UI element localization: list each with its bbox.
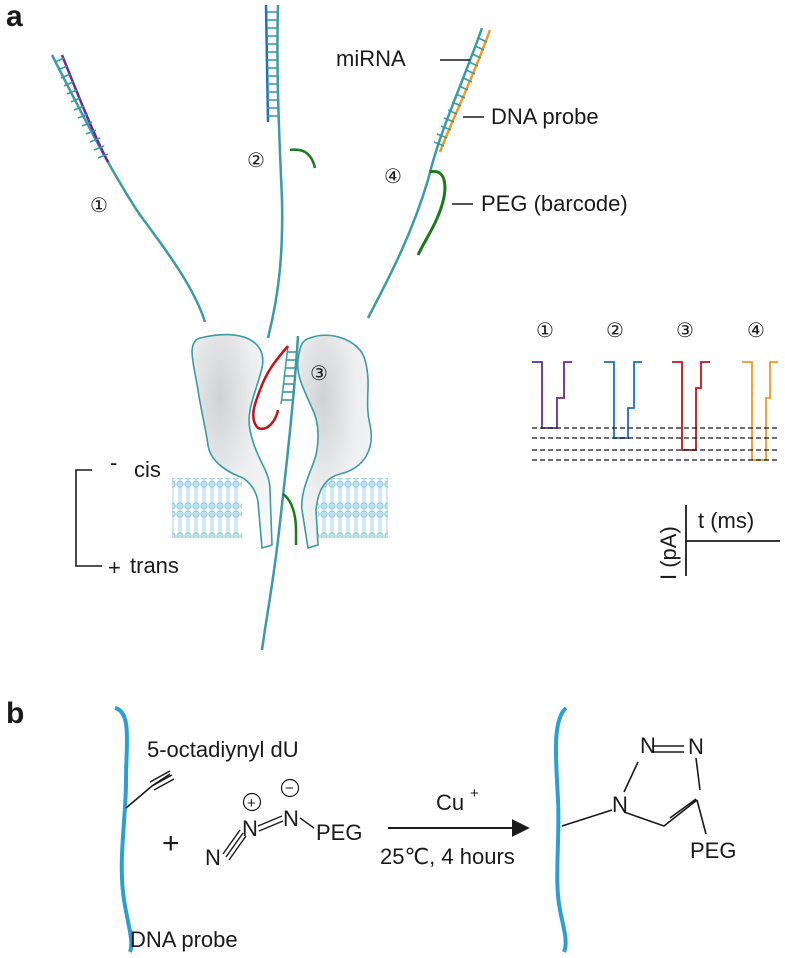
azide-n1: N: [205, 845, 221, 870]
plus-sign: +: [162, 827, 180, 860]
reaction-arrow: Cu + 25℃, 4 hours: [380, 785, 530, 869]
trace-1-number: ①: [536, 320, 554, 342]
label-trans: trans: [130, 553, 179, 578]
label-cis: cis: [134, 457, 161, 482]
label-mirna: miRNA: [336, 46, 406, 71]
axis-time-label: t (ms): [698, 508, 754, 533]
cis-sign: -: [110, 450, 117, 475]
azide-peg-label: PEG: [316, 820, 362, 845]
strand-4-number: ④: [384, 166, 402, 188]
trace-1: [532, 361, 572, 429]
conditions-label: 25℃, 4 hours: [380, 844, 515, 869]
label-dna-probe-b: DNA probe: [130, 927, 238, 952]
label-monomer: 5-octadiynyl dU: [147, 737, 299, 762]
trace-4: [742, 361, 778, 461]
strand-2-number: ②: [247, 150, 265, 172]
strand-2: ②: [247, 4, 317, 339]
lipid-bilayer-left: [172, 478, 242, 538]
triazole-n1: N: [612, 792, 628, 817]
strand-1: ①: [50, 54, 207, 323]
level-dashed-lines: [532, 427, 780, 461]
azide-peg: N N N PEG + −: [205, 778, 362, 870]
lipid-bilayer-right: [318, 478, 388, 538]
trace-2-number: ②: [606, 320, 624, 342]
nanopore: ③: [172, 333, 388, 651]
strand-1-number: ①: [90, 195, 108, 217]
pore-right-half: [296, 334, 372, 550]
trans-sign: +: [108, 555, 121, 580]
trace-3: [672, 361, 710, 451]
axis-current-label: I (pA): [656, 526, 681, 580]
azide-n3: N: [283, 806, 299, 831]
product-peg-label: PEG: [690, 838, 736, 863]
triazole-n3: N: [688, 734, 704, 759]
current-traces: ① ② ③ ④: [532, 320, 780, 461]
cis-trans-bracket: - cis + trans: [75, 450, 179, 580]
strand-4: ④: [366, 27, 492, 319]
label-dna-probe: DNA probe: [491, 104, 599, 129]
pore-left-half: [191, 333, 273, 550]
strand-3-number: ③: [310, 363, 328, 385]
azide-plus-charge: +: [247, 795, 256, 812]
scale-axes: t (ms) I (pA): [656, 505, 780, 580]
label-peg: PEG (barcode): [481, 191, 628, 216]
triazole-n2: N: [640, 733, 656, 758]
azide-n2: N: [242, 816, 258, 841]
trace-4-number: ④: [747, 320, 765, 342]
panel-b-letter: b: [6, 697, 24, 730]
trace-2: [604, 361, 642, 439]
catalyst-charge: +: [470, 785, 479, 802]
dna-probe-left: 5-octadiynyl dU DNA probe: [114, 706, 299, 953]
triazole-product: N N N PEG: [553, 706, 736, 953]
trace-3-number: ③: [676, 320, 694, 342]
catalyst-label: Cu: [436, 790, 464, 815]
panel-a-letter: a: [6, 0, 23, 33]
azide-minus-charge: −: [285, 780, 294, 797]
